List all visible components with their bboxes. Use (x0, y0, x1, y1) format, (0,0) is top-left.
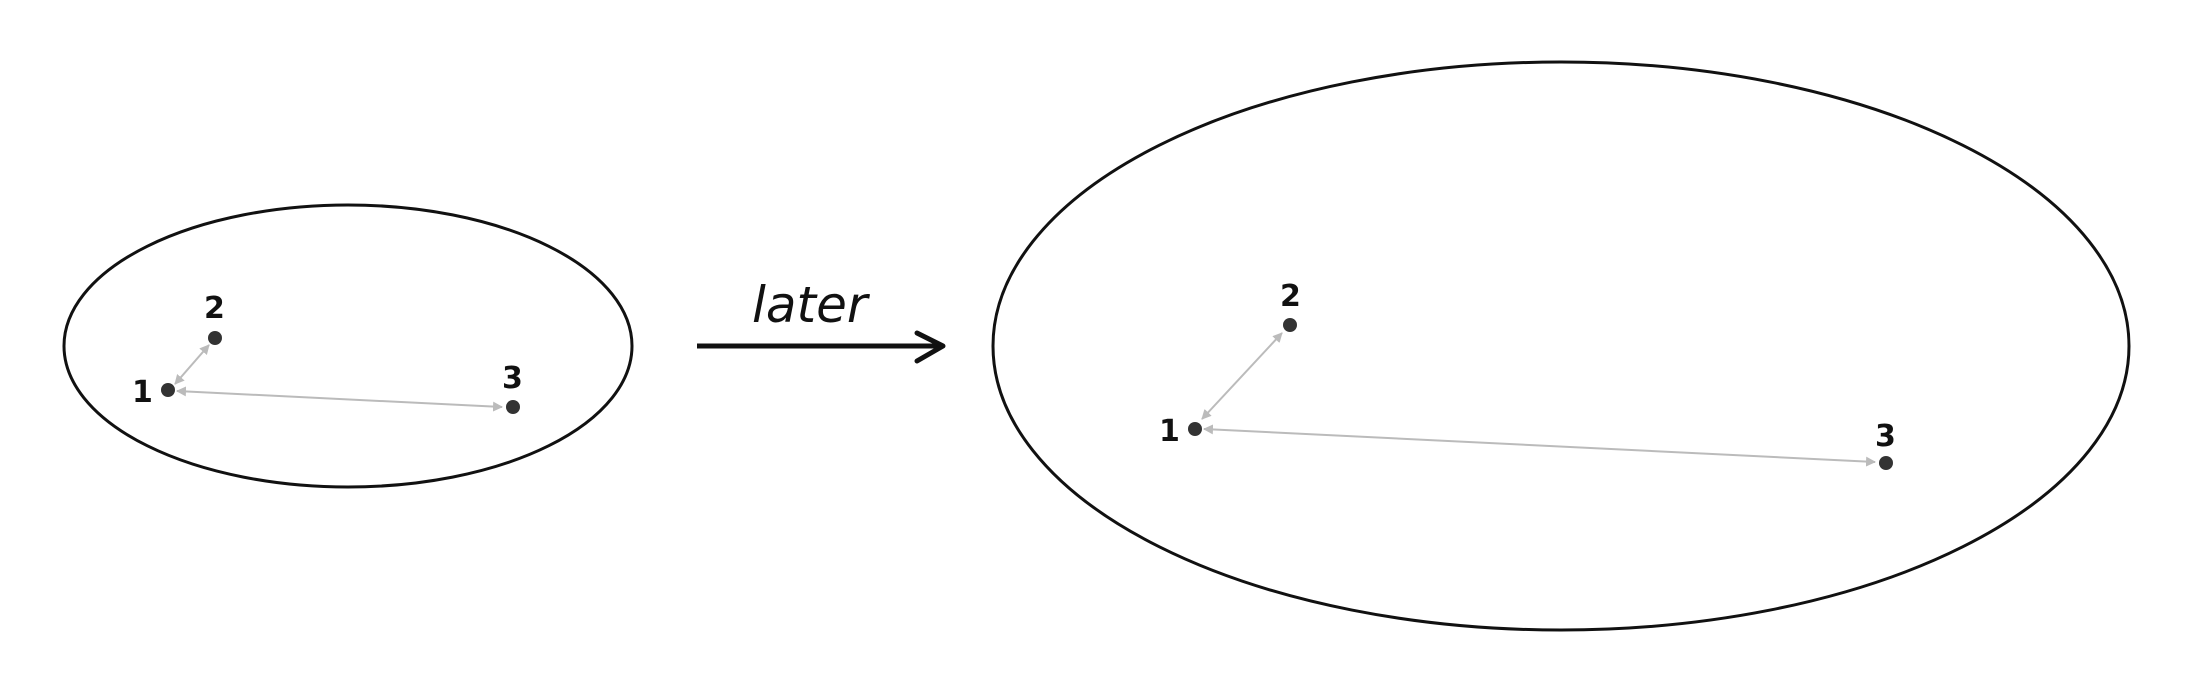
after-point-1 (1188, 422, 1202, 436)
after-panel: 1 2 3 (991, 60, 2131, 632)
before-panel: 1 2 3 (62, 203, 634, 489)
before-link-1-2 (174, 344, 210, 385)
transition-arrow: later (697, 276, 946, 364)
after-point-2 (1283, 318, 1297, 332)
before-point-1 (161, 383, 175, 397)
after-point-1-label: 1 (1159, 414, 1180, 449)
after-point-2-label: 2 (1280, 279, 1301, 314)
after-point-3 (1879, 456, 1893, 470)
before-link-1-3 (176, 386, 503, 412)
after-link-1-3 (1203, 424, 1876, 467)
before-ellipse (62, 203, 634, 489)
after-point-3-label: 3 (1875, 419, 1896, 454)
before-point-2-label: 2 (204, 291, 225, 326)
before-point-3-label: 3 (502, 361, 523, 396)
transition-arrow-head (914, 330, 946, 364)
before-point-2 (208, 331, 222, 345)
after-ellipse (991, 60, 2131, 632)
before-point-3 (506, 400, 520, 414)
before-point-1-label: 1 (132, 375, 153, 410)
transition-label: later (752, 276, 871, 334)
after-link-1-2 (1201, 332, 1283, 420)
